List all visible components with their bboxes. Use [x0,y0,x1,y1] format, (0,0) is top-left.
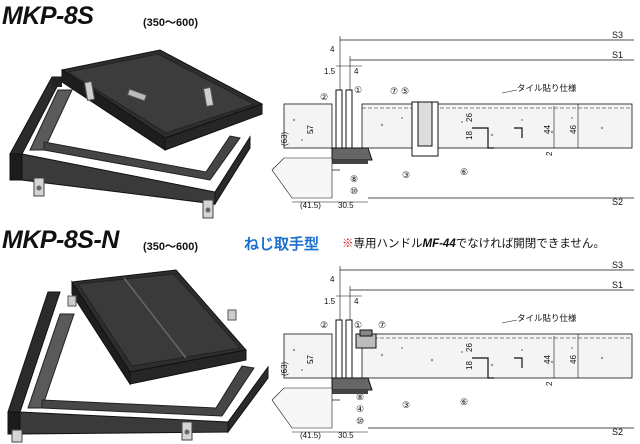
top-callout-10: ⑩ [350,186,358,196]
bottom-dim-18: 18 [465,361,474,370]
bottom-callout-10: ⑩ [356,416,364,426]
top-dim-57: 57 [306,125,315,134]
bottom-dim-s3: S3 [612,260,623,270]
bottom-callout-8: ⑧ [356,392,364,402]
top-callout-6: ⑥ [460,167,468,177]
top-dim-63: (63) [280,131,289,146]
top-dim-41-5: (41.5) [300,201,321,210]
top-callout-5: ⑤ [401,86,409,96]
top-callout-7: ⑦ [390,86,398,96]
bottom-model-title: MKP-8S-N [2,226,119,254]
note-text-a: 専用ハンドル [353,238,423,250]
note-mark: ※ [342,238,354,250]
bottom-callout-7: ⑦ [378,320,386,330]
top-dim-30-5: 30.5 [338,201,354,210]
bottom-dim-63: (63) [280,361,289,376]
top-callout-1: ① [354,85,362,95]
note-text-b: でなければ開閉できません。 [455,238,605,250]
bottom-dim-1-5: 1.5 [324,297,336,306]
bottom-dim-4a: 4 [330,275,335,284]
note-handle-model: MF-44 [422,238,456,250]
bottom-dim-44: 44 [543,355,552,364]
top-callout-8: ⑧ [350,174,358,184]
bottom-dim-26: 26 [465,343,474,352]
top-model-title: MKP-8S [2,2,94,30]
bottom-callout-4: ④ [356,404,364,414]
bottom-tile-label: タイル貼り仕様 [517,313,577,323]
top-dim-26: 26 [465,113,474,122]
top-dim-46: 46 [569,125,578,134]
bottom-dim-46: 46 [569,355,578,364]
top-dim-s2: S2 [612,197,623,207]
bottom-size-range: (350～600) [143,241,199,253]
top-size-range: (350～600) [143,17,199,29]
bottom-callout-6: ⑥ [460,397,468,407]
bottom-dim-57: 57 [306,355,315,364]
bottom-callout-2: ② [320,320,328,330]
top-dim-4b: 4 [354,67,359,76]
top-dim-18: 18 [465,131,474,140]
bottom-dim-4b: 4 [354,297,359,306]
bottom-callout-3: ③ [402,400,410,410]
bottom-dim-30-5: 30.5 [338,431,354,440]
top-dim-1-5: 1.5 [324,67,336,76]
bottom-dim-s1: S1 [612,280,623,290]
top-section-diagram: S3 S1 4 1.5 4 ② ① ⑦ ⑤ ③ ⑧ ⑩ ⑥ タイル貼り仕様 57… [271,30,634,210]
bottom-product-illustration [7,269,269,443]
top-dim-4a: 4 [330,45,335,54]
top-dim-44: 44 [543,125,552,134]
top-dim-s3: S3 [612,30,623,40]
top-product-illustration [9,49,264,219]
top-callout-2: ② [320,92,328,102]
bottom-dim-s2: S2 [612,427,623,437]
top-tile-label: タイル貼り仕様 [517,83,577,93]
top-dim-s1: S1 [612,50,623,60]
bottom-screw-handle-tag: ねじ取手型 [244,236,320,253]
top-callout-3: ③ [402,170,410,180]
bottom-dim-2: 2 [545,381,554,386]
bottom-handle-note: ※専用ハンドルMF-44でなければ開閉できません。 [342,235,605,251]
bottom-section-diagram: S3 S1 4 1.5 4 ② ① ⑦ ③ ⑧ ⑨ ④ ⑩ ⑥ タイル貼り仕様 … [271,260,634,440]
top-dim-2: 2 [545,151,554,156]
bottom-dim-41-5: (41.5) [300,431,321,440]
bottom-callout-1: ① [354,320,362,330]
